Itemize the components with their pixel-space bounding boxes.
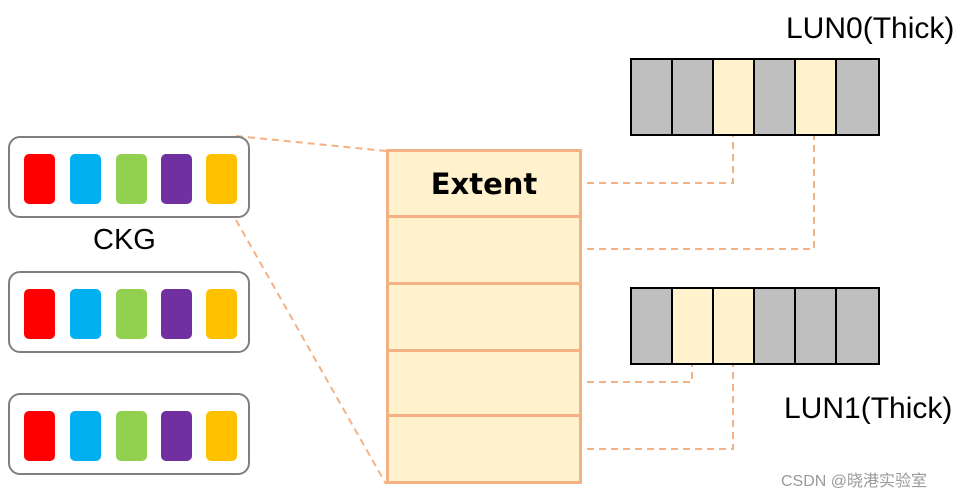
extent-lun1-link-1 [587, 364, 693, 383]
disk-purple [161, 154, 192, 204]
disk-blue [70, 154, 101, 204]
disk-green [116, 411, 147, 461]
watermark: CSDN @晓港实验室 [781, 473, 928, 490]
disk-purple [161, 289, 192, 339]
ckg-group-2 [8, 271, 250, 353]
disk-yellow [206, 154, 237, 204]
lun0-strip [630, 58, 880, 136]
lun0-cell [632, 60, 673, 134]
lun0-cell [714, 60, 755, 134]
lun0-cell [755, 60, 796, 134]
disk-red [24, 289, 55, 339]
lun0-label: LUN0(Thick) [786, 12, 955, 45]
disk-yellow [206, 411, 237, 461]
extent-row-3 [386, 282, 582, 352]
zoom-line-top [235, 135, 387, 152]
extent-lun0-link-2 [587, 136, 815, 250]
disk-green [116, 154, 147, 204]
lun1-cell [673, 289, 714, 363]
extent-lun0-link-1 [587, 136, 734, 184]
disk-green [116, 289, 147, 339]
lun0-cell [837, 60, 878, 134]
lun0-cell [796, 60, 837, 134]
disk-yellow [206, 289, 237, 339]
disk-red [24, 154, 55, 204]
extent-title: Extent [430, 166, 538, 201]
extent-row-4 [386, 349, 582, 417]
zoom-line-bottom [235, 219, 387, 485]
disk-blue [70, 411, 101, 461]
extent-row-5 [386, 414, 582, 484]
disk-red [24, 411, 55, 461]
ckg-label: CKG [93, 224, 156, 256]
ckg-group-3 [8, 393, 250, 475]
lun0-cell [673, 60, 714, 134]
disk-blue [70, 289, 101, 339]
lun1-cell [755, 289, 796, 363]
lun1-cell [796, 289, 837, 363]
disk-purple [161, 411, 192, 461]
lun1-cell [837, 289, 878, 363]
lun1-strip [630, 287, 880, 365]
extent-row-2 [386, 215, 582, 285]
extent-row-1: Extent [386, 149, 582, 218]
extent-lun1-link-2 [587, 364, 734, 450]
lun1-cell [714, 289, 755, 363]
lun1-cell [632, 289, 673, 363]
lun1-label: LUN1(Thick) [784, 392, 953, 425]
ckg-group-1 [8, 136, 250, 218]
